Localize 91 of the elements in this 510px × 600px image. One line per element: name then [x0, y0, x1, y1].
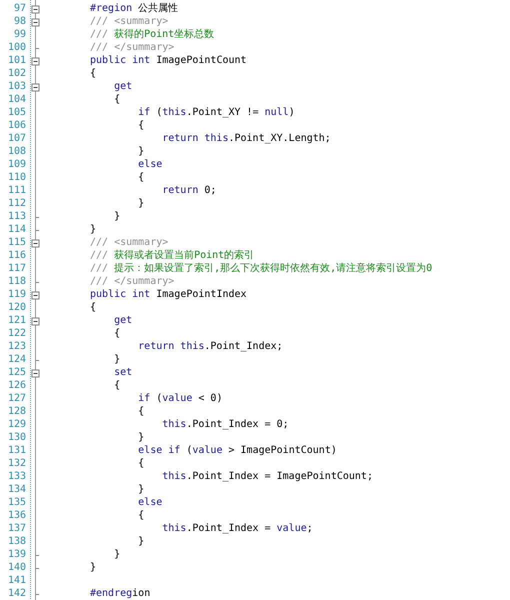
code-line: /// 获得或者设置当前Point的索引	[90, 250, 254, 262]
code-line: }	[90, 224, 96, 236]
code-line: }	[114, 549, 120, 561]
line-number: 131	[6, 445, 26, 457]
line-number: 104	[6, 94, 26, 106]
line-number: 126	[6, 380, 26, 392]
line-number: 108	[6, 146, 26, 158]
code-line: /// <summary>	[90, 16, 168, 28]
line-number: 113	[6, 211, 26, 223]
code-line: {	[138, 458, 144, 470]
line-number: 140	[6, 562, 26, 574]
code-line: }	[138, 198, 144, 210]
line-number: 102	[6, 68, 26, 80]
code-line: /// 提示：如果设置了索引,那么下次获得时依然有效,请注意将索引设置为0	[90, 263, 432, 275]
code-line: #region 公共属性	[90, 3, 178, 15]
code-line: get	[114, 315, 132, 327]
code-line: }	[138, 432, 144, 444]
line-number: 132	[6, 458, 26, 470]
line-number: 120	[6, 302, 26, 314]
code-line: {	[138, 510, 144, 522]
line-number: 125	[6, 367, 26, 379]
line-number: 128	[6, 406, 26, 418]
line-number: 122	[6, 328, 26, 340]
line-number: 109	[6, 159, 26, 171]
code-line: {	[114, 380, 120, 392]
code-line: this.Point_Index = 0;	[162, 419, 289, 431]
line-number: 119	[6, 289, 26, 301]
line-number: 111	[6, 185, 26, 197]
code-line: this.Point_Index = ImagePointCount;	[162, 471, 373, 483]
line-number: 105	[6, 107, 26, 119]
line-number: 121	[6, 315, 26, 327]
code-line: return 0;	[162, 185, 216, 197]
line-number: 107	[6, 133, 26, 145]
code-line: public int ImagePointIndex	[90, 289, 247, 301]
line-number: 99	[12, 29, 26, 41]
line-number: 117	[6, 263, 26, 275]
code-line: {	[138, 120, 144, 132]
code-line: /// <summary>	[90, 237, 168, 249]
line-number: 100	[6, 42, 26, 54]
code-line: /// </summary>	[90, 42, 174, 54]
line-number: 118	[6, 276, 26, 288]
line-number: 110	[6, 172, 26, 184]
code-line: if (this.Point_XY != null)	[138, 107, 295, 119]
line-number: 106	[6, 120, 26, 132]
line-number: 115	[6, 237, 26, 249]
line-number: 114	[6, 224, 26, 236]
line-number: 124	[6, 354, 26, 366]
line-number: 116	[6, 250, 26, 262]
code-line: get	[114, 81, 132, 93]
code-line: if (value < 0)	[138, 393, 222, 405]
line-number: 127	[6, 393, 26, 405]
line-number: 129	[6, 419, 26, 431]
code-line: set	[114, 367, 132, 379]
code-line: else	[138, 497, 162, 509]
code-line: this.Point_Index = value;	[162, 523, 313, 535]
code-line: {	[114, 94, 120, 106]
line-number: 97	[12, 3, 26, 15]
code-line: }	[114, 354, 120, 366]
line-number: 123	[6, 341, 26, 353]
code-line: {	[90, 68, 96, 80]
line-number: 135	[6, 497, 26, 509]
line-number: 134	[6, 484, 26, 496]
code-line: }	[90, 562, 96, 574]
line-number: 142	[6, 588, 26, 600]
code-line: else	[138, 159, 162, 171]
code-line: {	[138, 406, 144, 418]
line-number: 98	[12, 16, 26, 28]
line-number: 101	[6, 55, 26, 67]
code-line: }	[138, 484, 144, 496]
line-number: 139	[6, 549, 26, 561]
line-number: 138	[6, 536, 26, 548]
code-line: {	[114, 328, 120, 340]
code-line: }	[114, 211, 120, 223]
line-number: 112	[6, 198, 26, 210]
code-line: #endregion	[90, 588, 150, 600]
code-line: else if (value > ImagePointCount)	[138, 445, 337, 457]
line-number: 130	[6, 432, 26, 444]
code-line: }	[138, 536, 144, 548]
line-number: 137	[6, 523, 26, 535]
line-number: 136	[6, 510, 26, 522]
code-line: return this.Point_XY.Length;	[162, 133, 331, 145]
line-number: 133	[6, 471, 26, 483]
code-line: public int ImagePointCount	[90, 55, 247, 67]
code-line: {	[90, 302, 96, 314]
line-number: 103	[6, 81, 26, 93]
code-line: /// </summary>	[90, 276, 174, 288]
code-line: }	[138, 146, 144, 158]
code-line: /// 获得的Point坐标总数	[90, 29, 214, 41]
line-number: 141	[6, 575, 26, 587]
code-line: return this.Point_Index;	[138, 341, 283, 353]
code-line: {	[138, 172, 144, 184]
